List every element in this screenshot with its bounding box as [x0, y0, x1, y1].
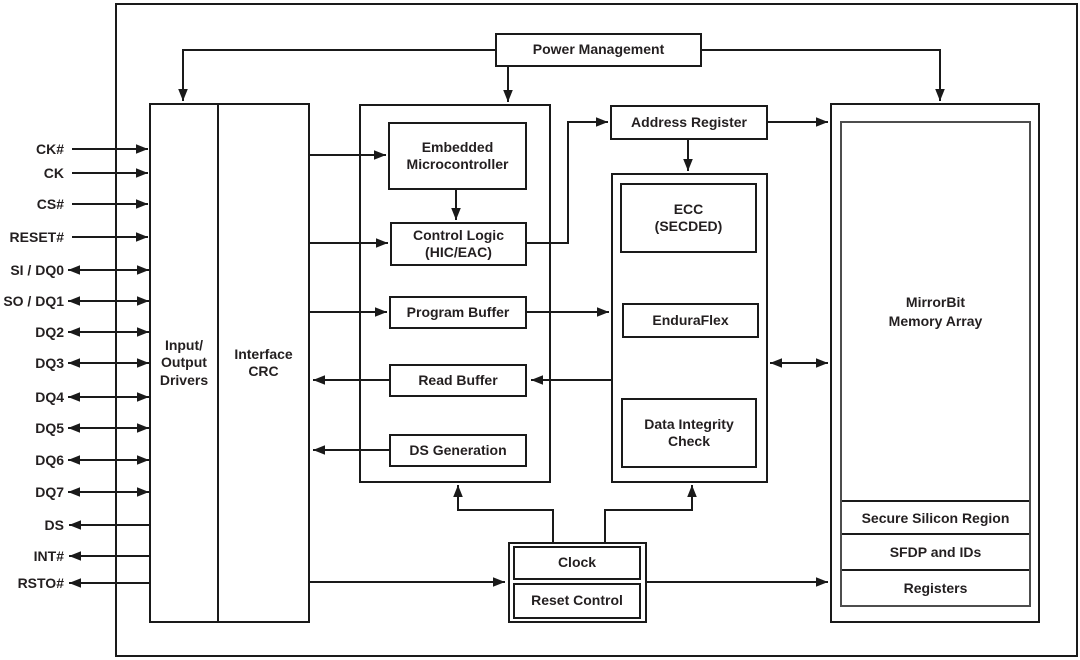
pin-so-dq1: SO / DQ1	[3, 293, 64, 309]
pin-int-hash: INT#	[33, 548, 64, 564]
block-clock: Clock	[513, 546, 641, 580]
block-address-register: Address Register	[610, 105, 768, 140]
block-data-integrity-check: Data Integrity Check	[621, 398, 757, 468]
block-ecc-secded: ECC (SECDED)	[620, 183, 757, 253]
pin-dq4: DQ4	[35, 389, 64, 405]
block-interface-crc: Interface CRC	[234, 345, 293, 380]
io-crc-divider	[217, 105, 219, 621]
pin-dq6: DQ6	[35, 452, 64, 468]
pin-ds: DS	[44, 517, 64, 533]
block-mirrorbit-memory-array: MirrorBit Memory Array	[888, 293, 983, 329]
block-memory-inner: MirrorBit Memory Array Secure Silicon Re…	[840, 121, 1031, 607]
block-io-interface-container	[149, 103, 310, 623]
pin-si-dq0: SI / DQ0	[10, 262, 64, 278]
block-control-logic: Control Logic (HIC/EAC)	[390, 222, 527, 266]
block-embedded-microcontroller: Embedded Microcontroller	[388, 122, 527, 190]
block-reset-control: Reset Control	[513, 583, 641, 619]
block-io-drivers: Input/ Output Drivers	[159, 336, 209, 388]
block-enduraflex: EnduraFlex	[622, 303, 759, 338]
pin-ck-hash: CK#	[35, 141, 64, 157]
block-program-buffer: Program Buffer	[389, 296, 527, 329]
block-sfdp-and-ids: SFDP and IDs	[842, 533, 1029, 569]
pin-dq2: DQ2	[35, 324, 64, 340]
block-power-management: Power Management	[495, 33, 702, 67]
block-secure-silicon-region: Secure Silicon Region	[842, 500, 1029, 533]
pin-cs-hash: CS#	[36, 196, 64, 212]
pin-dq3: DQ3	[35, 355, 64, 371]
block-ds-generation: DS Generation	[389, 434, 527, 467]
pin-rsto-hash: RSTO#	[17, 575, 64, 591]
pin-ck: CK	[43, 165, 64, 181]
pin-dq7: DQ7	[35, 484, 64, 500]
pin-dq5: DQ5	[35, 420, 64, 436]
pin-reset-hash: RESET#	[9, 229, 64, 245]
block-read-buffer: Read Buffer	[389, 364, 527, 397]
block-registers: Registers	[842, 569, 1029, 605]
